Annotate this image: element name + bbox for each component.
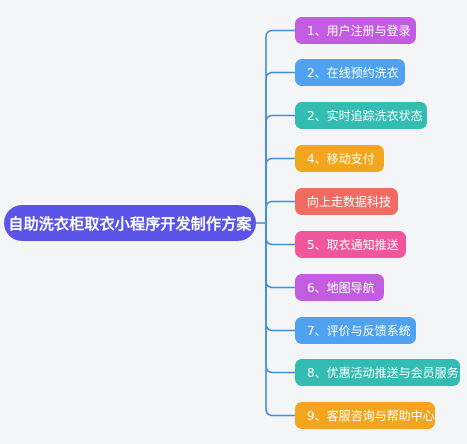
branch-review-feedback[interactable]: 7、评价与反馈系统 [295,317,416,344]
connector-branch-3 [265,114,296,224]
connector-branch-10 [265,222,296,417]
branch-pickup-notification[interactable]: 5、取衣通知推送 [295,231,406,258]
branch-map-navigation[interactable]: 6、地图导航 [295,274,384,301]
connector-branch-2 [265,71,296,224]
connector-branch-6 [265,222,296,246]
branch-status-tracking[interactable]: 2、实时追踪洗衣状态 [295,102,427,129]
root-topic[interactable]: 自助洗衣柜取衣小程序开发制作方案 [4,205,256,241]
branch-mobile-payment[interactable]: 4、移动支付 [295,145,384,172]
branch-promotion-membership[interactable]: 8、优惠活动推送与会员服务 [295,359,460,386]
branch-brand[interactable]: 向上走数据科技 [295,188,398,215]
branch-user-registration[interactable]: 1、用户注册与登录 [295,17,416,44]
connector-branch-4 [265,157,296,224]
connector-branch-5 [265,200,296,224]
connector-branch-9 [265,222,296,374]
connector-branch-1 [265,29,296,224]
branch-customer-service[interactable]: 9、客服咨询与帮助中心 [295,402,435,429]
branch-online-booking[interactable]: 2、在线预约洗衣 [295,59,405,86]
connector-branch-8 [265,222,296,332]
connector-branch-7 [265,222,296,289]
